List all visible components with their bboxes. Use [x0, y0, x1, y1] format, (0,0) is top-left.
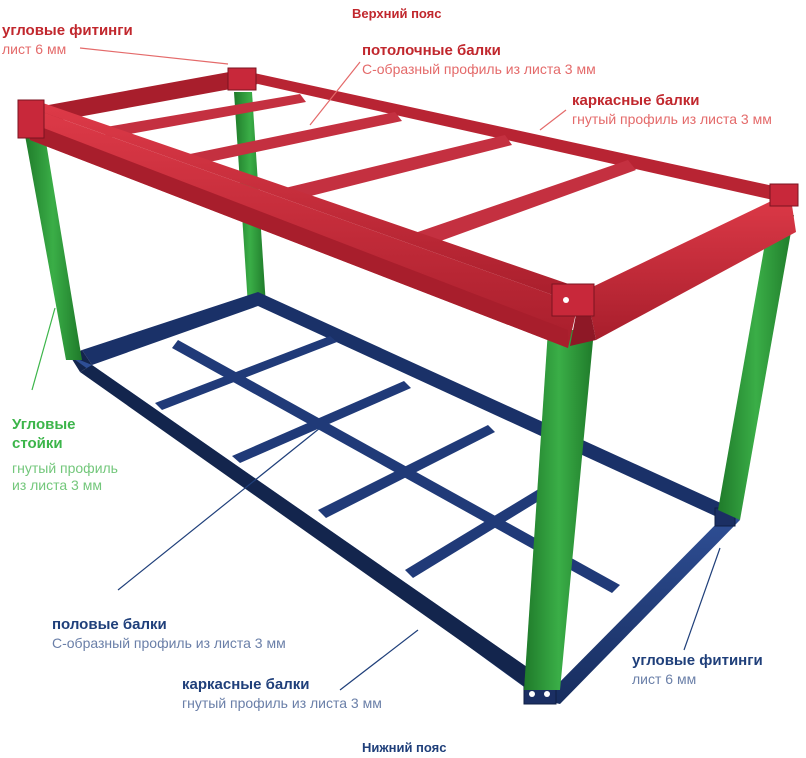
label-title-2: стойки — [12, 434, 63, 452]
label-sub-2: из листа 3 мм — [12, 477, 102, 493]
floor-beam-longitudinal — [172, 340, 620, 593]
label-title: каркасные балки — [182, 676, 310, 693]
label-title: половые балки — [52, 616, 167, 633]
label-bottom-frame-beams: каркасные балки гнутый профиль из листа … — [182, 676, 382, 712]
pointer-lines — [31, 47, 721, 691]
label-sub-1: гнутый профиль — [12, 459, 118, 476]
top-frame — [17, 67, 799, 348]
top-corner-fitting-front — [551, 283, 595, 317]
top-belt-label: Верхний пояс — [352, 6, 442, 21]
bottom-frame — [70, 292, 740, 705]
bottom-belt-label: Нижний пояс — [362, 740, 447, 755]
label-ceiling-beams: потолочные балки С-образный профиль из л… — [362, 42, 596, 78]
top-corner-fitting-left — [17, 99, 45, 139]
ceiling-beam — [100, 94, 636, 247]
top-corner-fitting-back — [227, 67, 257, 91]
label-title-1: Угловые — [12, 416, 76, 433]
front-left-post — [24, 130, 82, 360]
label-title: угловые фитинги — [632, 652, 763, 669]
label-sub: гнутый профиль из листа 3 мм — [182, 694, 382, 711]
label-sub: лист 6 мм — [2, 40, 67, 57]
label-sub: С-образный профиль из листа 3 мм — [362, 60, 596, 77]
label-top-corner-fittings: угловые фитинги лист 6 мм — [2, 22, 133, 58]
label-title: угловые фитинги — [2, 22, 133, 39]
label-bottom-corner-fittings: угловые фитинги лист 6 мм — [632, 652, 763, 688]
label-top-frame-beams: каркасные балки гнутый профиль из листа … — [572, 92, 772, 128]
back-right-post — [718, 215, 794, 520]
label-sub: гнутый профиль из листа 3 мм — [572, 110, 772, 127]
label-title: потолочные балки — [362, 42, 501, 59]
label-title: каркасные балки — [572, 92, 700, 109]
label-sub: лист 6 мм — [632, 670, 697, 687]
label-sub: С-образный профиль из листа 3 мм — [52, 634, 286, 651]
label-corner-posts: Угловые стойки гнутый профиль из листа 3… — [12, 416, 118, 495]
top-corner-fitting-right — [769, 183, 799, 207]
label-floor-beams: половые балки С-образный профиль из лист… — [52, 616, 286, 652]
front-right-post — [524, 330, 594, 690]
